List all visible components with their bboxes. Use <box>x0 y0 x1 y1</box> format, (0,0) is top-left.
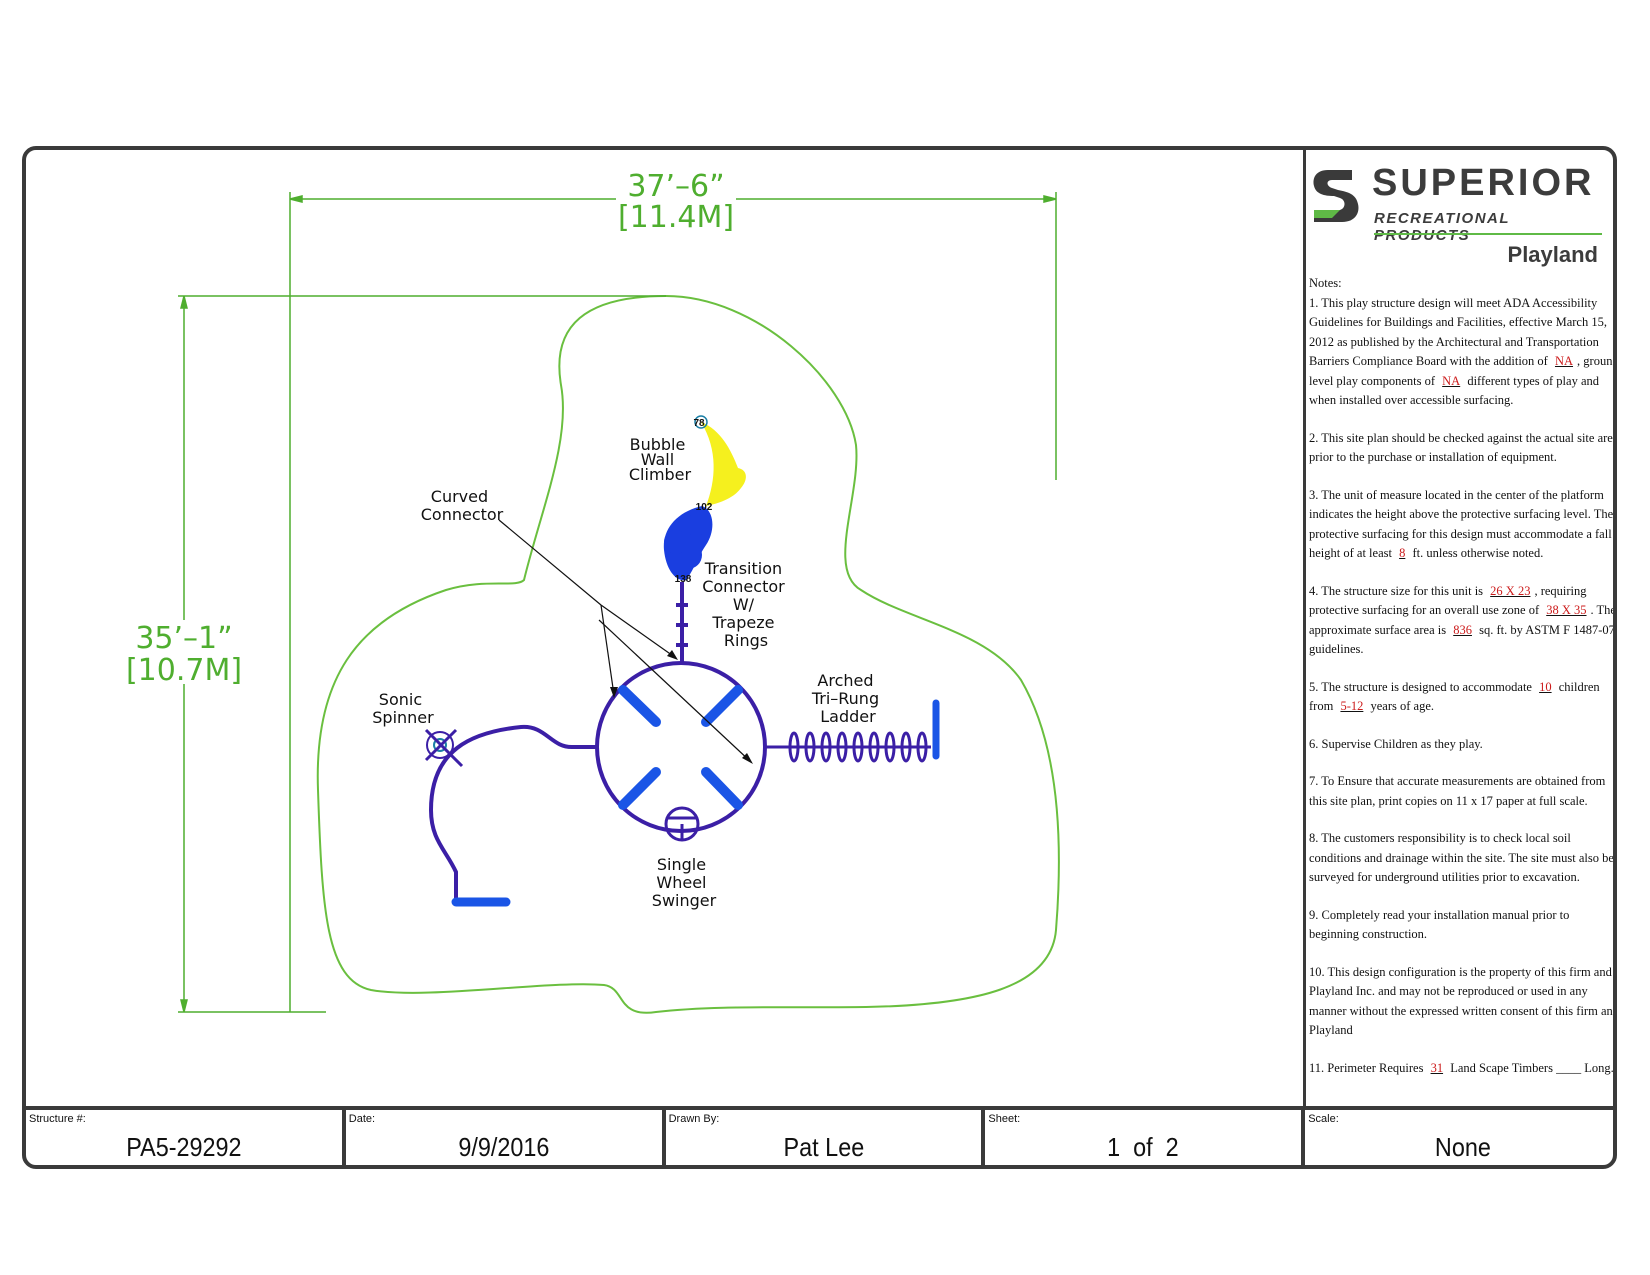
sonic-spinner <box>424 728 464 768</box>
drawing-date: 9/9/2016 <box>458 1132 550 1162</box>
note-7: 7. To Ensure that accurate measurements … <box>1309 774 1606 808</box>
site-plan-drawing: 37’–6” [11.4M] 35’–1” [10.7M] 78 102 138 <box>124 169 1060 1014</box>
company-logo: SUPERIOR RECREATIONAL PRODUCTS Playland <box>1310 162 1610 267</box>
note-5: 5. The structure is designed to accommod… <box>1309 679 1600 714</box>
note-11: 11. Perimeter Requires 31 Land Scape Tim… <box>1309 1060 1614 1075</box>
sheet-number: 1 of 2 <box>1107 1132 1180 1162</box>
width-dimension-imperial: 37’–6” <box>627 169 724 204</box>
transition-connector <box>676 582 688 662</box>
client-name: Playland <box>1507 242 1598 267</box>
curved-connector-leaders <box>498 519 752 763</box>
title-block: Structure #: PA5-29292 Date: 9/9/2016 Dr… <box>26 1106 1613 1165</box>
label-arched-tri-rung-ladder: Arched Tri–Rung Ladder <box>811 671 884 726</box>
height-marker-top <box>694 415 708 429</box>
height-label-top: 78 <box>693 418 705 429</box>
width-dimension-metric: [11.4M] <box>618 200 734 235</box>
height-dimension <box>178 295 666 1013</box>
superior-s-icon <box>1313 170 1359 222</box>
note-4: 4. The structure size for this unit is 2… <box>1309 583 1616 657</box>
title-block-drawn-by: Drawn By: Pat Lee <box>666 1110 986 1165</box>
single-wheel-swinger <box>664 806 700 842</box>
title-block-structure: Structure #: PA5-29292 <box>26 1110 346 1165</box>
notes-list: Notes: 1. This play structure design wil… <box>1309 274 1617 1096</box>
label-sonic-spinner: Sonic Spinner <box>372 690 434 727</box>
arched-tri-rung-ladder <box>766 731 931 763</box>
bubble-wall-climber-upper <box>701 422 746 506</box>
label-bubble-wall-climber: Bubble Wall Climber <box>629 435 692 484</box>
notes-title: Notes: <box>1309 276 1342 290</box>
title-block-date: Date: 9/9/2016 <box>346 1110 666 1165</box>
brand-name: SUPERIOR <box>1372 162 1595 204</box>
brand-subtitle: RECREATIONAL PRODUCTS <box>1374 210 1510 244</box>
brand-divider <box>1374 233 1602 235</box>
label-single-wheel-swinger: Single Wheel Swinger <box>652 855 717 910</box>
curved-connector-path <box>428 724 597 902</box>
note-2: 2. This site plan should be checked agai… <box>1309 430 1617 465</box>
note-10: 10. This design configuration is the pro… <box>1309 964 1617 1038</box>
deck-handholds <box>618 685 743 810</box>
drawn-by-name: Pat Lee <box>783 1132 864 1162</box>
note-1: 1. This play structure design will meet … <box>1309 295 1617 408</box>
note-6: 6. Supervise Children as they play. <box>1309 736 1483 751</box>
drawing-scale: None <box>1435 1132 1492 1162</box>
title-block-scale: Scale: None <box>1305 1110 1613 1165</box>
height-dimension-metric: [10.7M] <box>126 653 242 688</box>
height-label-mid: 102 <box>696 502 713 513</box>
label-transition-connector: Transition Connector W/ Trapeze Rings <box>702 559 790 650</box>
height-dimension-imperial: 35’–1” <box>135 621 232 656</box>
use-zone-outline <box>316 294 1060 1014</box>
height-label-low: 138 <box>675 574 692 585</box>
note-8: 8. The customers responsibility is to ch… <box>1309 831 1614 884</box>
title-block-sheet: Sheet: 1 of 2 <box>985 1110 1306 1165</box>
structure-number: PA5-29292 <box>126 1132 242 1162</box>
note-9: 9. Completely read your installation man… <box>1309 907 1570 942</box>
note-3: 3. The unit of measure located in the ce… <box>1309 487 1614 561</box>
site-plan-sheet: 37’–6” [11.4M] 35’–1” [10.7M] 78 102 138 <box>22 146 1617 1169</box>
label-curved-connector: Curved Connector <box>421 487 504 524</box>
notes-sidebar: SUPERIOR RECREATIONAL PRODUCTS Playland … <box>1303 150 1617 1110</box>
